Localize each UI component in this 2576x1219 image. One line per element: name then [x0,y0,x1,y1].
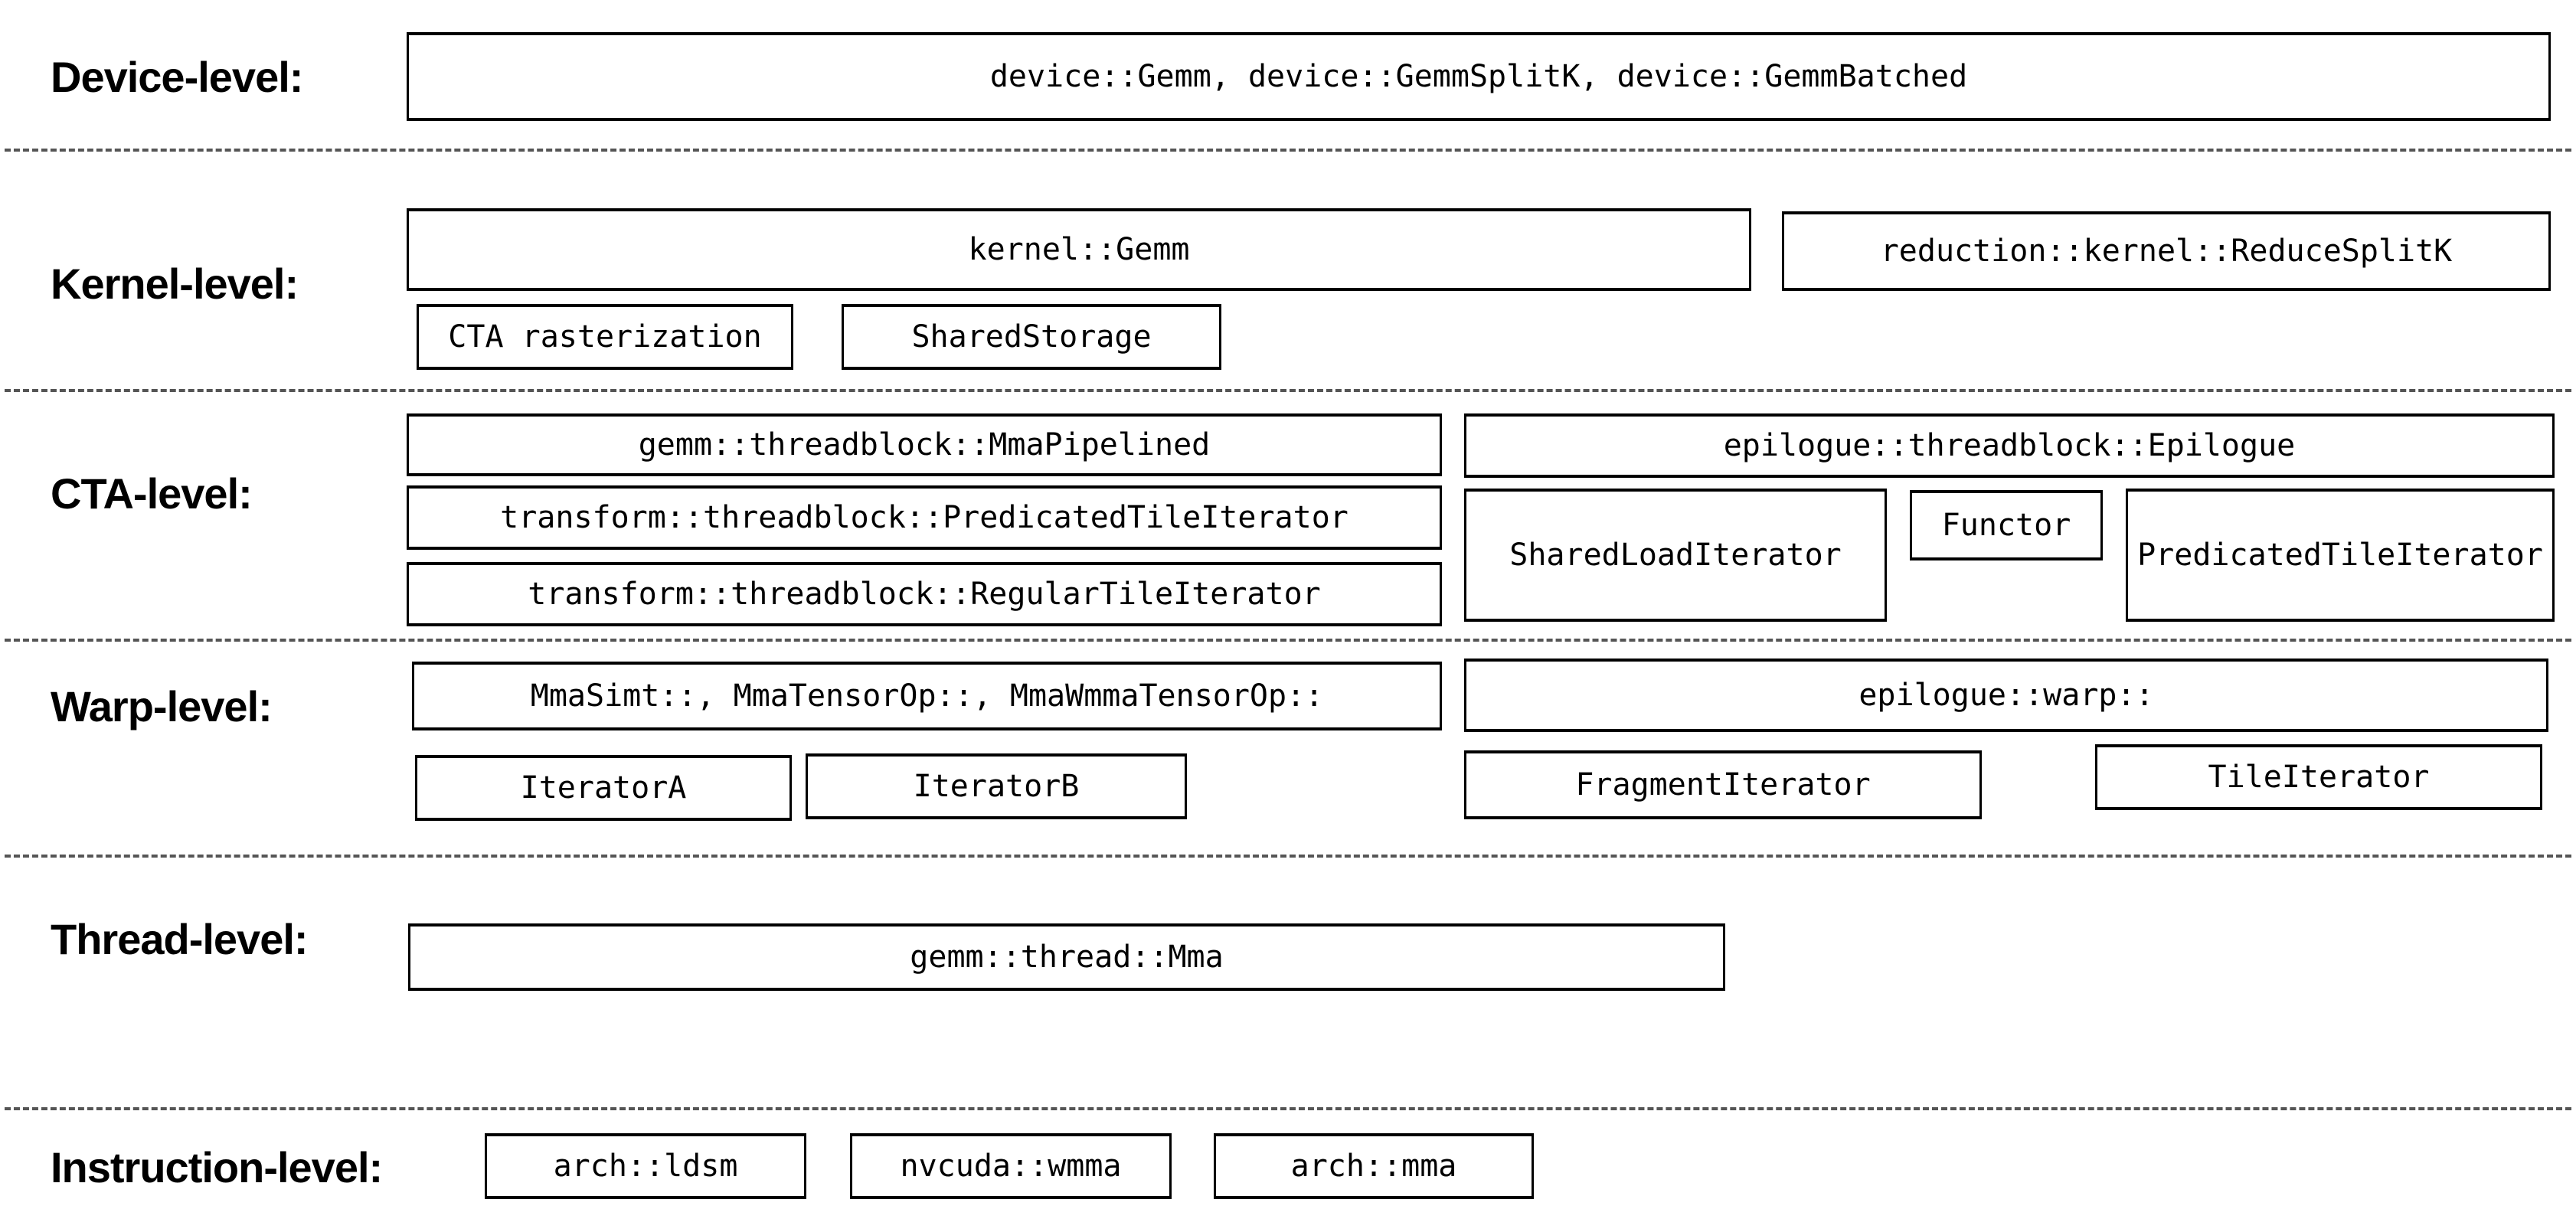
regular-tile-iterator-box: transform::threadblock::RegularTileItera… [407,562,1442,626]
warp-level-label: Warp-level: [51,681,273,730]
shared-load-iterator-box: SharedLoadIterator [1464,489,1887,622]
separator-line [5,389,2571,392]
epilogue-warp-box: epilogue::warp:: [1464,659,2548,732]
separator-line [5,639,2571,642]
fragment-iterator-box: FragmentIterator [1464,750,1982,819]
reduce-splitk-box: reduction::kernel::ReduceSplitK [1782,211,2551,291]
thread-level-label: Thread-level: [51,914,309,963]
cta-rasterization-box: CTA rasterization [417,304,793,370]
kernel-gemm-box: kernel::Gemm [407,208,1751,291]
instruction-level-label: Instruction-level: [51,1142,383,1191]
cta-level-label: CTA-level: [51,469,253,518]
warp-mma-box: MmaSimt::, MmaTensorOp::, MmaWmmaTensorO… [412,662,1442,730]
arch-ldsm-box: arch::ldsm [485,1133,806,1199]
iterator-b-box: IteratorB [806,753,1187,819]
epilogue-threadblock-box: epilogue::threadblock::Epilogue [1464,413,2555,478]
separator-line [5,149,2571,152]
tile-iterator-box: TileIterator [2095,744,2542,810]
device-level-label: Device-level: [51,52,303,101]
shared-storage-box: SharedStorage [842,304,1221,370]
thread-mma-box: gemm::thread::Mma [408,923,1725,991]
arch-mma-box: arch::mma [1214,1133,1534,1199]
kernel-level-label: Kernel-level: [51,259,299,308]
epilogue-predicated-tile-iterator-box: PredicatedTileIterator [2126,489,2555,622]
predicated-tile-iterator-box: transform::threadblock::PredicatedTileIt… [407,485,1442,550]
functor-box: Functor [1910,490,2103,560]
separator-line [5,855,2571,858]
nvcuda-wmma-box: nvcuda::wmma [850,1133,1172,1199]
device-gemm-box: device::Gemm, device::GemmSplitK, device… [407,32,2551,121]
separator-line [5,1107,2571,1110]
mma-pipelined-box: gemm::threadblock::MmaPipelined [407,413,1442,476]
iterator-a-box: IteratorA [415,755,792,821]
